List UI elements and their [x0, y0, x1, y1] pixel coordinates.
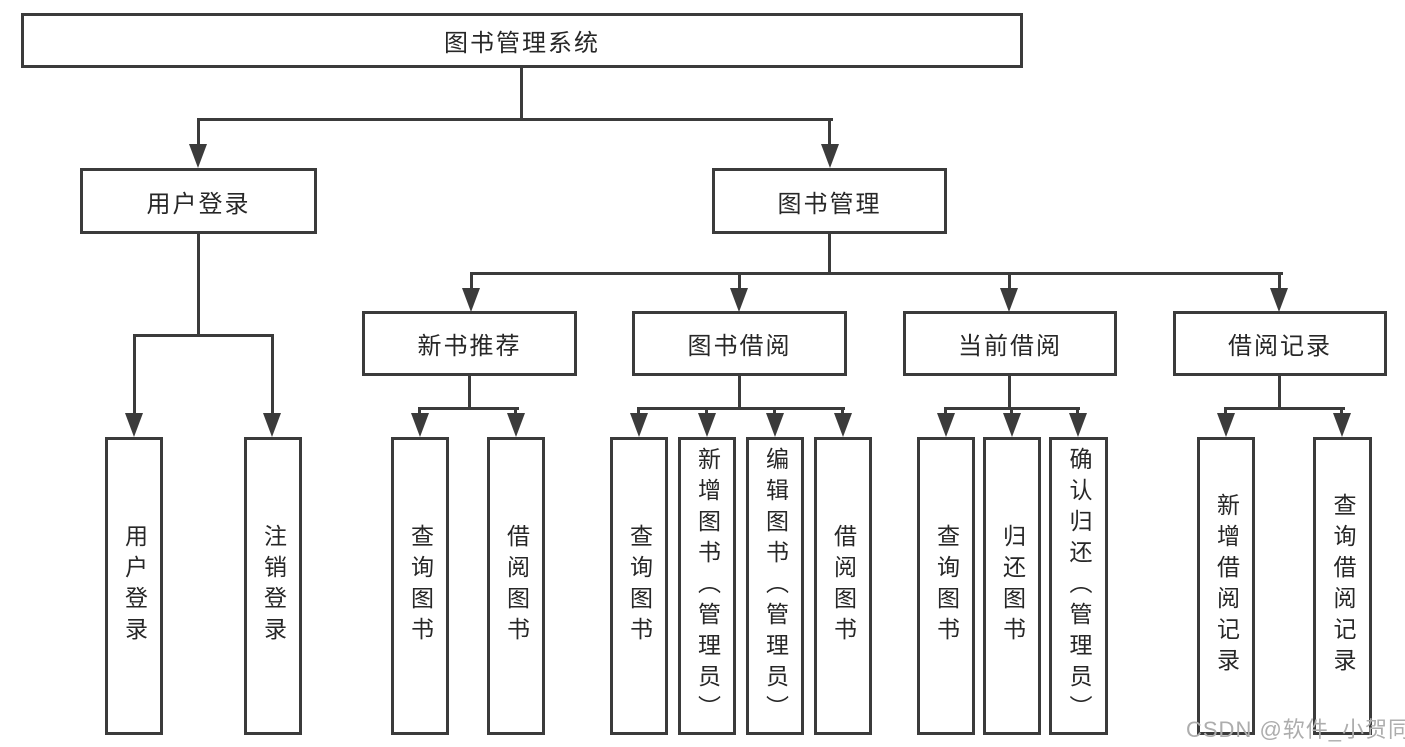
connector-line	[197, 234, 200, 337]
connector-line	[520, 68, 523, 121]
connector-line	[637, 407, 845, 410]
leaf-label: 编辑图书（管理员）	[762, 446, 789, 726]
leaf-add-books-admin: 新增图书（管理员）	[678, 437, 736, 735]
node-book-borrowing: 图书借阅	[632, 311, 847, 376]
arrow-down-icon	[189, 144, 207, 168]
leaf-borrow-books-recommend: 借阅图书	[487, 437, 545, 735]
arrow-down-icon	[630, 413, 648, 437]
connector-line	[197, 118, 833, 121]
connector-line	[197, 118, 200, 150]
arrow-down-icon	[1333, 413, 1351, 437]
leaf-label: 用户登录	[121, 524, 148, 648]
connector-line	[828, 234, 831, 275]
csdn-watermark: CSDN @软件_小贺同学	[1186, 717, 1405, 742]
leaf-label: 查询图书	[933, 524, 960, 648]
node-new-book-recommend: 新书推荐	[362, 311, 577, 376]
node-current-borrowing: 当前借阅	[903, 311, 1117, 376]
arrow-down-icon	[1000, 288, 1018, 312]
connector-line	[1278, 376, 1281, 410]
leaf-label: 查询借阅记录	[1330, 493, 1356, 679]
arrow-down-icon	[1069, 413, 1087, 437]
arrow-down-icon	[462, 288, 480, 312]
arrow-down-icon	[698, 413, 716, 437]
leaf-label: 借阅图书	[830, 524, 857, 648]
leaf-query-books-recommend: 查询图书	[391, 437, 449, 735]
connector-line	[470, 272, 1283, 275]
arrow-down-icon	[730, 288, 748, 312]
leaf-label: 归还图书	[999, 524, 1026, 648]
arrow-down-icon	[1003, 413, 1021, 437]
arrow-down-icon	[834, 413, 852, 437]
arrow-down-icon	[507, 413, 525, 437]
connector-line	[1224, 407, 1345, 410]
leaf-logout: 注销登录	[244, 437, 302, 735]
arrow-down-icon	[263, 413, 281, 437]
leaf-label: 新增图书（管理员）	[694, 446, 721, 726]
arrow-down-icon	[411, 413, 429, 437]
connector-line	[1008, 272, 1011, 294]
leaf-add-borrow-record: 新增借阅记录	[1197, 437, 1255, 735]
leaf-edit-books-admin: 编辑图书（管理员）	[746, 437, 804, 735]
connector-line	[133, 334, 136, 419]
connector-line	[738, 376, 741, 410]
leaf-borrow-books-borrowing: 借阅图书	[814, 437, 872, 735]
node-library-management-system: 图书管理系统	[21, 13, 1023, 68]
arrow-down-icon	[821, 144, 839, 168]
connector-line	[828, 118, 831, 150]
connector-line	[271, 334, 274, 419]
connector-line	[1008, 376, 1011, 410]
leaf-query-books-current: 查询图书	[917, 437, 975, 735]
leaf-label: 确认归还（管理员）	[1066, 446, 1092, 726]
arrow-down-icon	[1217, 413, 1235, 437]
connector-line	[468, 376, 471, 410]
connector-line	[738, 272, 741, 294]
arrow-down-icon	[766, 413, 784, 437]
leaf-label: 借阅图书	[503, 524, 530, 648]
connector-line	[1278, 272, 1281, 294]
connector-line	[133, 334, 274, 337]
leaf-return-books: 归还图书	[983, 437, 1041, 735]
leaf-label: 注销登录	[260, 524, 287, 648]
arrow-down-icon	[1270, 288, 1288, 312]
node-book-management: 图书管理	[712, 168, 947, 234]
connector-line	[470, 272, 473, 294]
node-borrowing-records: 借阅记录	[1173, 311, 1387, 376]
leaf-label: 查询图书	[407, 524, 434, 648]
connector-line	[418, 407, 519, 410]
leaf-confirm-return-admin: 确认归还（管理员）	[1049, 437, 1108, 735]
node-user-login: 用户登录	[80, 168, 317, 234]
leaf-query-borrow-record: 查询借阅记录	[1313, 437, 1372, 735]
arrow-down-icon	[937, 413, 955, 437]
leaf-label: 新增借阅记录	[1213, 493, 1240, 679]
leaf-label: 查询图书	[626, 524, 653, 648]
leaf-user-login: 用户登录	[105, 437, 163, 735]
arrow-down-icon	[125, 413, 143, 437]
leaf-query-books-borrowing: 查询图书	[610, 437, 668, 735]
